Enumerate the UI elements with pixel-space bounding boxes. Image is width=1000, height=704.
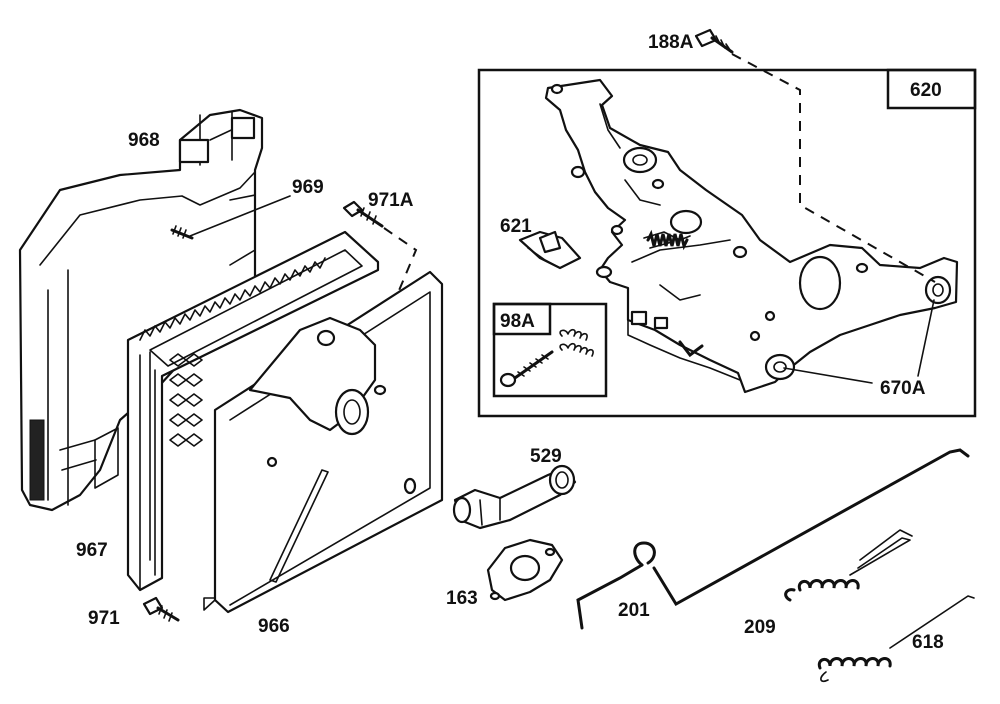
screw-969 xyxy=(170,225,194,240)
governor-bracket xyxy=(544,78,959,394)
clip-621 xyxy=(518,230,582,270)
screw-971 xyxy=(142,596,180,622)
label-188A: 188A xyxy=(648,32,694,53)
governor-assembly-group xyxy=(477,68,977,418)
label-670A: 670A xyxy=(880,378,926,399)
label-971: 971 xyxy=(88,608,120,629)
assembly-620-tag-box xyxy=(886,68,977,110)
bolt-188A xyxy=(694,28,734,54)
leader-670A-upper xyxy=(917,299,935,377)
spring-209 xyxy=(784,529,913,602)
label-621: 621 xyxy=(500,216,532,237)
air-cleaner-base-968 xyxy=(18,108,264,512)
label-971A: 971A xyxy=(368,190,414,211)
label-163: 163 xyxy=(446,588,478,609)
label-966: 966 xyxy=(258,616,290,637)
spring-618 xyxy=(817,595,975,683)
dashed-line-971A xyxy=(383,227,418,301)
leader-670A-lower xyxy=(783,367,873,384)
label-201: 201 xyxy=(618,600,650,621)
screw-971A xyxy=(342,200,384,228)
assembly-98A-tag-box xyxy=(492,302,552,336)
label-967: 967 xyxy=(76,540,108,561)
label-98A: 98A xyxy=(500,311,535,332)
cover-966 xyxy=(203,270,444,614)
label-968: 968 xyxy=(128,130,160,151)
leader-969 xyxy=(189,195,291,237)
dashed-line-188A xyxy=(731,53,936,283)
elbow-tube-529 xyxy=(452,464,577,530)
screw-spring-98A xyxy=(499,328,594,388)
label-620: 620 xyxy=(910,80,942,101)
label-529: 529 xyxy=(530,446,562,467)
gasket-163 xyxy=(486,538,564,602)
label-209: 209 xyxy=(744,617,776,638)
label-969: 969 xyxy=(292,177,324,198)
governor-link-201 xyxy=(576,448,970,630)
filter-element-967 xyxy=(126,230,380,592)
assembly-620-frame xyxy=(477,68,977,418)
label-618: 618 xyxy=(912,632,944,653)
